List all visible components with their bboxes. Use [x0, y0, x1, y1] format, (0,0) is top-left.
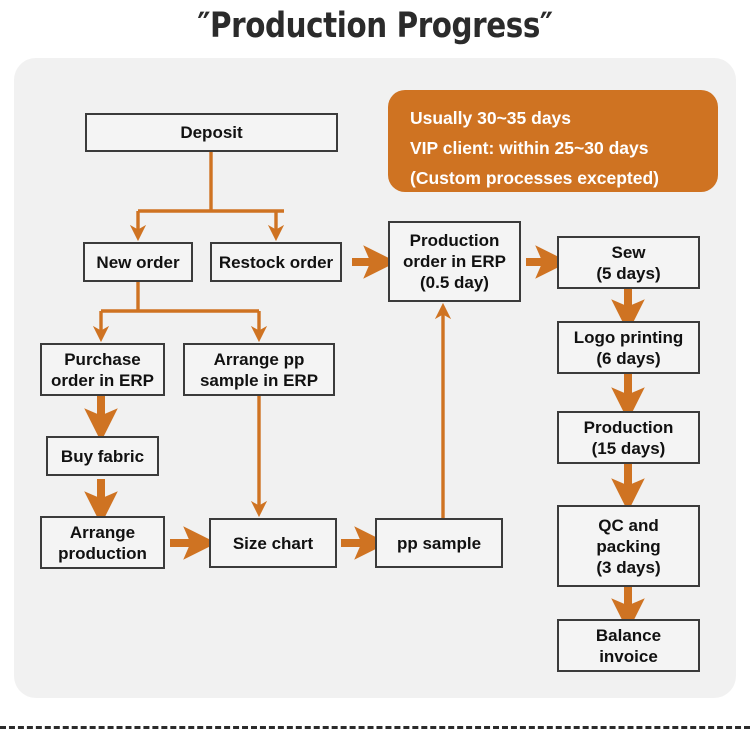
node-production-line-1: Production [583, 417, 674, 437]
node-pp-sample-line-1: pp sample [396, 533, 482, 553]
node-deposit-line-1: Deposit [180, 123, 243, 142]
node-restock-order[interactable]: Restock order [210, 242, 342, 282]
node-qc-packing-line-1: QC and [598, 515, 659, 535]
node-logo-printing-line-2: (6 days) [596, 348, 661, 368]
lead-time-callout: Usually 30~35 days VIP client: within 25… [388, 90, 718, 192]
node-production-line-2: (15 days) [591, 438, 666, 458]
node-sew-line-1: Sew [611, 242, 646, 262]
node-production[interactable]: Production (15 days) [557, 411, 700, 464]
node-purchase-order-erp-line-1: Purchase [64, 349, 141, 369]
node-size-chart[interactable]: Size chart [209, 518, 337, 568]
node-arrange-pp-sample-erp-line-2: sample in ERP [199, 370, 319, 390]
node-balance-invoice[interactable]: Balance invoice [557, 619, 700, 672]
node-arrange-production-line-2: production [58, 543, 147, 563]
node-arrange-production[interactable]: Arrange production [40, 516, 165, 569]
node-new-order-line-1: New order [96, 252, 180, 272]
node-restock-order-line-1: Restock order [218, 252, 334, 272]
node-logo-printing-line-1: Logo printing [573, 327, 684, 347]
node-production-order-erp-line-1: Production [409, 231, 500, 250]
node-buy-fabric[interactable]: Buy fabric [46, 436, 159, 476]
node-qc-packing-line-3: (3 days) [596, 557, 661, 577]
node-purchase-order-erp[interactable]: Purchase order in ERP [40, 343, 165, 396]
node-qc-packing-line-2: packing [596, 536, 661, 556]
node-production-order-erp-line-3: (0.5 day) [420, 273, 489, 292]
node-qc-packing[interactable]: QC and packing (3 days) [557, 505, 700, 587]
node-logo-printing[interactable]: Logo printing (6 days) [557, 321, 700, 374]
callout-line-vip: VIP client: within 25~30 days [410, 138, 649, 158]
node-balance-invoice-line-2: invoice [599, 646, 658, 666]
callout-line-usually: Usually 30~35 days [410, 108, 572, 128]
node-sew[interactable]: Sew (5 days) [557, 236, 700, 289]
page-title: ″Production Progress″ [197, 6, 553, 46]
node-pp-sample[interactable]: pp sample [375, 518, 503, 568]
node-deposit[interactable]: Deposit [85, 113, 338, 152]
node-arrange-pp-sample-erp[interactable]: Arrange pp sample in ERP [183, 343, 335, 396]
node-buy-fabric-line-1: Buy fabric [60, 446, 145, 466]
callout-line-custom: (Custom processes excepted) [410, 168, 659, 188]
node-purchase-order-erp-line-2: order in ERP [51, 370, 154, 390]
node-production-order-erp[interactable]: Production order in ERP (0.5 day) [388, 221, 521, 302]
node-new-order[interactable]: New order [83, 242, 193, 282]
node-sew-line-2: (5 days) [596, 263, 661, 283]
node-balance-invoice-line-1: Balance [595, 625, 662, 645]
node-arrange-pp-sample-erp-line-1: Arrange pp [213, 349, 305, 369]
bottom-dashed-divider [0, 726, 750, 729]
node-arrange-production-line-1: Arrange [69, 522, 136, 542]
node-size-chart-line-1: Size chart [232, 533, 314, 553]
node-production-order-erp-line-2: order in ERP [403, 252, 506, 271]
